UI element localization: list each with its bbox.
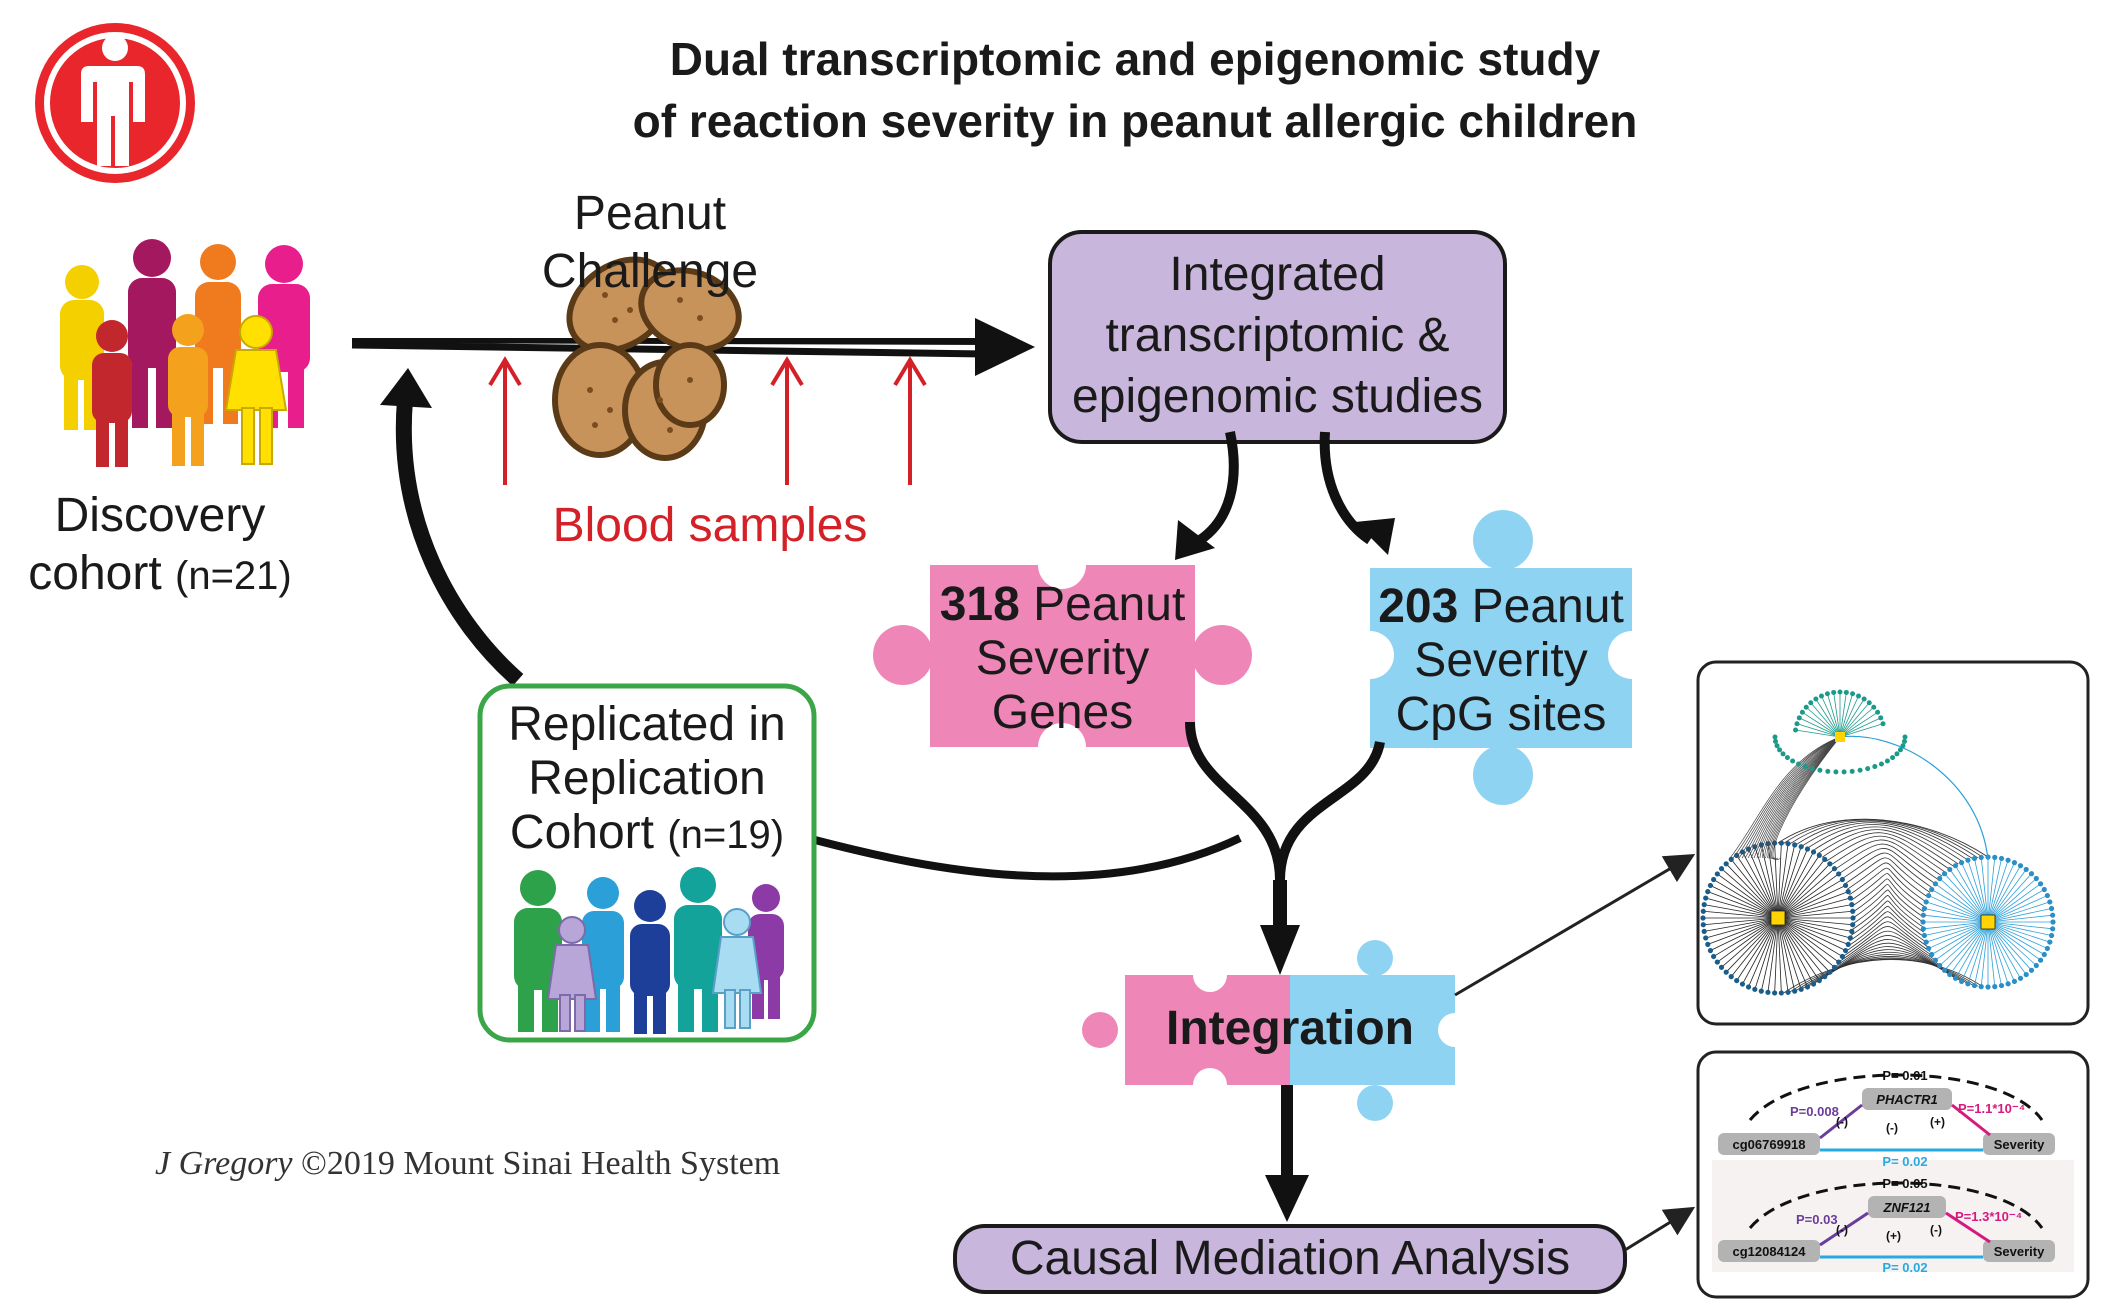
integration-puzzle	[1082, 940, 1472, 1121]
mediation-1-sign-3: (+)	[1930, 1115, 1945, 1129]
discovery-line-2: cohort (n=21)	[0, 545, 320, 605]
mediation-2-sign-2: (+)	[1886, 1229, 1901, 1243]
mediation-2-cpg: cg12084124	[1732, 1244, 1806, 1259]
person-logo-icon	[35, 23, 195, 183]
mediation-2-cpg-box	[1718, 1240, 1820, 1262]
mediation-1-p-right: P=1.1*10⁻⁴	[1958, 1101, 2025, 1116]
mediation-2-p-top: P= 0.05	[1882, 1176, 1927, 1191]
causal-arrow	[1265, 1085, 1309, 1222]
peanut-challenge-label: Peanut Challenge	[500, 185, 800, 301]
mediation-2-p-bottom: P= 0.02	[1882, 1260, 1927, 1275]
mediation-1-sign-2: (-)	[1886, 1121, 1898, 1135]
mediation-1-cpg: cg06769918	[1732, 1137, 1805, 1152]
mediation-1-gene-box	[1862, 1088, 1952, 1110]
mediation-2-p-right: P=1.3*10⁻⁴	[1955, 1209, 2022, 1224]
integrated-line-1: Integrated	[1169, 248, 1386, 301]
title-line-2: of reaction severity in peanut allergic …	[632, 95, 1638, 147]
mediation-1-gene: PHACTR1	[1876, 1092, 1937, 1107]
discovery-cohort-label: Discovery cohort (n=21)	[0, 487, 320, 605]
page-title: Dual transcriptomic and epigenomic study…	[0, 28, 2101, 152]
title-line-1: Dual transcriptomic and epigenomic study	[669, 33, 1601, 85]
mediation-pointer-arrow	[1624, 1206, 1696, 1252]
network-graph	[1700, 689, 2056, 996]
cpg-line-3: CpG sites	[1395, 688, 1607, 741]
cpg-line-2: Severity	[1414, 634, 1588, 687]
mediation-2-p-left: P=0.03	[1796, 1212, 1838, 1227]
causal-mediation-box	[953, 1224, 1627, 1294]
discovery-n: (n=21)	[175, 554, 292, 598]
blood-samples-label: Blood samples	[552, 499, 868, 552]
integrated-line-3: epigenomic studies	[1072, 370, 1483, 423]
blood-sample-arrows	[488, 356, 927, 485]
replication-label: Replicated in Replication Cohort (n=19)	[480, 698, 814, 862]
branch-arrows	[1175, 430, 1395, 560]
genes-line-3: Genes	[991, 686, 1134, 739]
credit-author: J Gregory	[155, 1145, 293, 1182]
genes-line-1: Peanut	[1033, 578, 1186, 631]
genes-count: 318	[939, 578, 1020, 631]
mediation-1-cpg-box	[1718, 1133, 1820, 1155]
cpg-label: 203 Peanut Severity CpG sites	[1365, 580, 1637, 742]
mediation-1-total-path	[1748, 1073, 2044, 1121]
network-pointer-arrow	[1454, 853, 1696, 997]
genes-puzzle-piece	[873, 541, 1252, 771]
credit-rest: ©2019 Mount Sinai Health System	[292, 1145, 781, 1182]
cpg-line-1: Peanut	[1471, 580, 1624, 633]
challenge-line-2: Challenge	[541, 245, 759, 298]
mediation-2-outcome-box	[1983, 1240, 2055, 1262]
mediation-2-outcome: Severity	[1994, 1244, 2045, 1259]
integrated-line-2: transcriptomic &	[1105, 309, 1450, 362]
mediation-1-p-left: P=0.008	[1790, 1104, 1839, 1119]
replicated-line-2: Replication	[528, 752, 766, 805]
replicated-line-3: Cohort	[509, 806, 654, 859]
mediation-2-gene-box	[1868, 1196, 1946, 1218]
peanut-icon	[552, 256, 742, 461]
mediation-1-p-top: P= 0.01	[1882, 1068, 1927, 1083]
integrated-studies-label: Integrated transcriptomic & epigenomic s…	[1050, 244, 1505, 427]
challenge-line-1: Peanut	[573, 187, 727, 240]
discovery-cohort-word: cohort	[28, 547, 162, 600]
cpg-puzzle-piece	[1346, 510, 1656, 805]
genes-line-2: Severity	[975, 632, 1150, 685]
replicated-line-1: Replicated in	[508, 698, 786, 751]
discovery-line-1: Discovery	[54, 489, 266, 542]
replication-feedback-arrow	[380, 368, 1242, 881]
mediation-1-sign-1: (-)	[1836, 1115, 1848, 1129]
mediation-2-total-path	[1748, 1181, 2044, 1229]
replicated-n: (n=19)	[667, 813, 785, 857]
integrated-studies-box	[1048, 230, 1507, 444]
mediation-2-gene: ZNF121	[1883, 1200, 1931, 1215]
mediation-1-p-bottom: P= 0.02	[1882, 1154, 1927, 1169]
mediation-2-sign-1: (-)	[1836, 1223, 1848, 1237]
converge-arrows	[1185, 721, 1385, 975]
cpg-count: 203	[1378, 580, 1459, 633]
integration-label: Integration	[1166, 1002, 1414, 1055]
mediation-1-outcome-box	[1983, 1133, 2055, 1155]
genes-label: 318 Peanut Severity Genes	[930, 578, 1195, 740]
causal-mediation-label: Causal Mediation Analysis	[1009, 1232, 1571, 1285]
mediation-1-outcome: Severity	[1994, 1137, 2045, 1152]
discovery-cohort-people-icon	[60, 239, 310, 467]
mediation-2-sign-3: (-)	[1930, 1223, 1942, 1237]
replication-cohort-people-icon	[514, 867, 784, 1034]
copyright-credit: J Gregory ©2019 Mount Sinai Health Syste…	[155, 1145, 855, 1183]
